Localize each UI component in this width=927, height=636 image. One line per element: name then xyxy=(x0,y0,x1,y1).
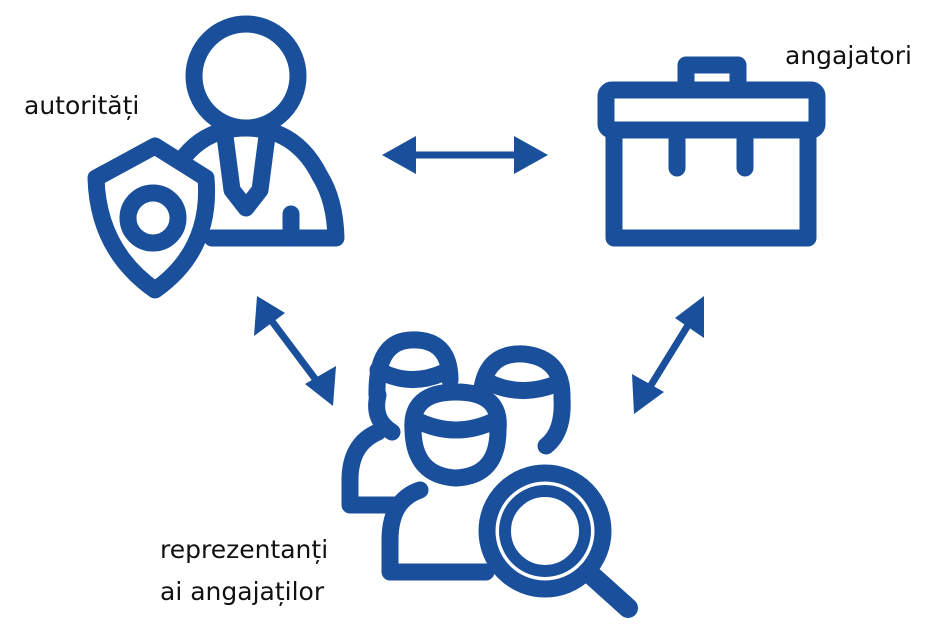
toolbox-icon xyxy=(597,56,826,247)
employers-label: angajatori xyxy=(785,41,912,70)
magnifier-icon xyxy=(478,464,638,618)
group-with-magnifier-icon xyxy=(341,331,571,581)
official-with-shield-icon xyxy=(87,15,345,299)
representatives-label-line1: reprezentanți xyxy=(160,535,329,564)
representatives-label-line2: ai angajaților xyxy=(160,577,325,606)
arrow-authorities-employers xyxy=(382,136,548,174)
arrow-employers-representatives xyxy=(632,296,704,414)
authorities-label: autorități xyxy=(24,91,140,120)
arrow-authorities-representatives xyxy=(254,296,336,406)
